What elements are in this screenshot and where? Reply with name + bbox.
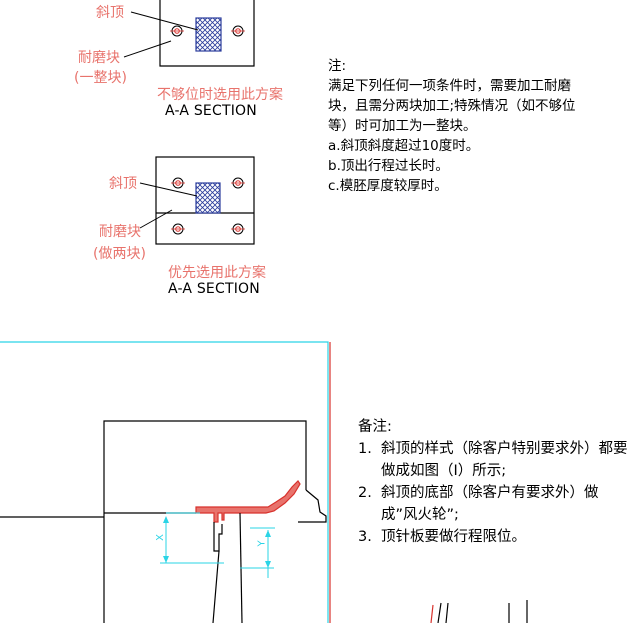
section-label: A-A SECTION [165, 103, 257, 119]
option-caption: 优先选用此方案 [168, 265, 266, 281]
remark-line: 成”风火轮”; [381, 507, 459, 523]
slant-top-label: 斜顶 [96, 5, 124, 21]
slant-top-label: 斜顶 [109, 176, 137, 192]
bolt-hole [170, 25, 184, 37]
section-view-two-piece [139, 156, 255, 245]
two-piece-label: (做两块) [93, 246, 146, 262]
leader-line [139, 209, 173, 229]
one-piece-label: (一整块) [74, 70, 127, 86]
note-line: b.顶出行程过长时。 [328, 158, 449, 174]
remark-line: 顶针板要做行程限位。 [381, 529, 526, 545]
leader-line [123, 40, 172, 58]
dim-y-label: Y [256, 540, 268, 547]
bolt-hole [231, 25, 245, 37]
option-caption: 不够位时选用此方案 [157, 87, 283, 103]
remark-number: 3. [358, 529, 372, 545]
leader-line [139, 182, 198, 197]
wear-block-label: 耐磨块 [78, 50, 120, 66]
dim-x-label: X [154, 534, 166, 541]
bolt-hole [231, 177, 245, 189]
wear-block-label: 耐磨块 [99, 224, 141, 240]
section-label: A-A SECTION [168, 281, 260, 297]
bolt-hole [171, 223, 185, 235]
note-line: 等）时可加工为一整块。 [328, 118, 477, 134]
note-line: 满足下列任何一项条件时，需要加工耐磨 [328, 78, 571, 94]
note-title: 注: [328, 58, 347, 74]
note-line: c.模胚厚度较厚时。 [328, 178, 448, 194]
note-line: 块，且需分两块加工;特殊情况（如不够位 [328, 98, 576, 114]
remark-line: 斜顶的样式（除客户特别要求外）都要 [381, 441, 628, 457]
leader-line [130, 11, 199, 31]
remark-line: 斜顶的底部（除客户有要求外）做 [381, 485, 599, 501]
slant-top-hatch [195, 182, 221, 214]
bolt-hole [231, 223, 245, 235]
bolt-hole [171, 177, 185, 189]
remark-line: 做成如图（I）所示; [381, 463, 507, 479]
remark-number: 1. [358, 441, 372, 457]
section-view-one-piece [123, 0, 255, 67]
note-line: a.斜顶斜度超过10度时。 [328, 138, 480, 154]
slant-top-hatch [195, 17, 222, 52]
remark-number: 2. [358, 485, 372, 501]
slant-top-part [195, 480, 301, 523]
remarks-title: 备注: [358, 419, 392, 435]
mold-drawing [0, 341, 528, 623]
